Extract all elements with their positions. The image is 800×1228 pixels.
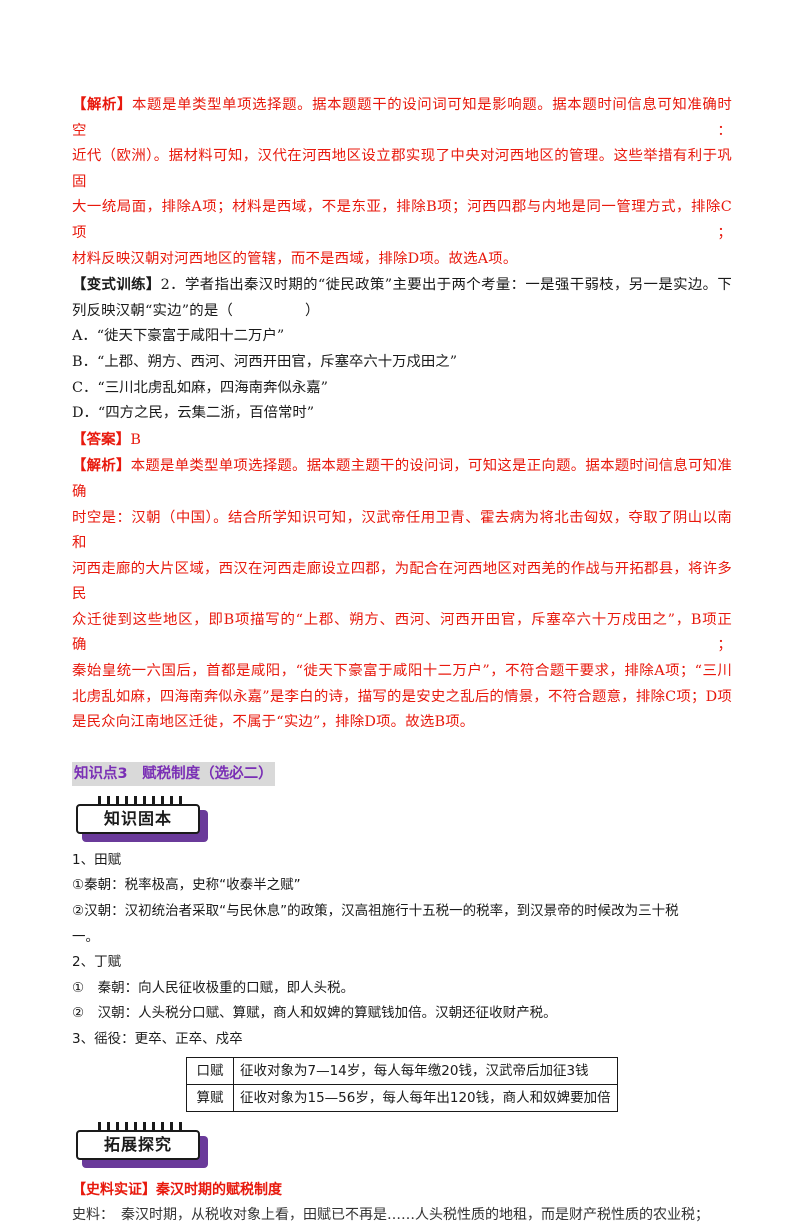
table-cell: 征收对象为15—56岁，每人每年出120钱，商人和奴婢要加倍 bbox=[233, 1083, 618, 1112]
option-c: C．“三川北虏乱如麻，四海南奔似永嘉” bbox=[72, 379, 328, 396]
tax-item: ②汉朝：汉初统治者采取“与民休息”的政策，汉高祖施行十五税一的税率，到汉景帝的时… bbox=[72, 903, 679, 920]
table-cell-head: 口赋 bbox=[186, 1056, 234, 1085]
analysis-line: 本题是单类型单项选择题。据本题题干的设问词可知是影响题。据本题时间信息可知准确时… bbox=[72, 97, 732, 139]
question-stem: 列反映汉朝“实边”的是（ bbox=[72, 302, 234, 319]
knowledge-point-heading: 知识点3 赋税制度（选必二） bbox=[72, 761, 275, 786]
answer-2: 【答案】B bbox=[72, 430, 142, 448]
tax-content: 1、田赋 ①秦朝：税率极高，史称“收泰半之赋” ②汉朝：汉初统治者采取“与民休息… bbox=[72, 848, 732, 1112]
tax-item: ② 汉朝：人头税分口赋、算赋，商人和奴婢的算赋钱加倍。汉朝还征收财产税。 bbox=[72, 1005, 557, 1022]
banner-label: 知识固本 bbox=[76, 803, 200, 834]
analysis-line: 北虏乱如麻，四海南奔似永嘉”是李白的诗，描写的是安史之乱后的情景，不符合题意，排… bbox=[72, 688, 732, 705]
evidence-heading: 【史料实证】秦汉时期的赋税制度 bbox=[72, 1181, 282, 1198]
analysis-line: 秦始皇统一六国后，首都是咸阳，“徙天下豪富于咸阳十二万户”，不符合题干要求，排除… bbox=[72, 663, 732, 680]
document-page: 【解析】本题是单类型单项选择题。据本题题干的设问词可知是影响题。据本题时间信息可… bbox=[72, 92, 732, 1228]
table-cell: 征收对象为7—14岁，每人每年缴20钱，汉武帝后加征3钱 bbox=[233, 1056, 618, 1085]
question-stem: 2．学者指出秦汉时期的“徙民政策”主要出于两个考量：一是强干弱枝，另一是实边。下 bbox=[160, 277, 733, 294]
analysis-tag: 【解析】 bbox=[72, 96, 133, 113]
table-row: 算赋 征收对象为15—56岁，每人每年出120钱，商人和奴婢要加倍 bbox=[186, 1083, 618, 1112]
analysis-line: 材料反映汉朝对河西地区的管辖，而不是西域，排除D项。故选A项。 bbox=[72, 250, 518, 267]
question-2: 【变式训练】2．学者指出秦汉时期的“徙民政策”主要出于两个考量：一是强干弱枝，另… bbox=[72, 272, 732, 427]
tax-item: ① 秦朝：向人民征收极重的口赋，即人头税。 bbox=[72, 979, 355, 996]
analysis-2: 【解析】本题是单类型单项选择题。据本题主题干的设问词，可知这是正向题。据本题时间… bbox=[72, 453, 732, 736]
section-banner-knowledge: 知识固本 bbox=[76, 795, 216, 848]
table-row: 口赋 征收对象为7—14岁，每人每年缴20钱，汉武帝后加征3钱 bbox=[186, 1056, 618, 1085]
analysis-line: 大一统局面，排除A项；材料是西域，不是东亚，排除B项；河西四郡与内地是同一管理方… bbox=[72, 199, 732, 241]
tax-item: ①秦朝：税率极高，史称“收泰半之赋” bbox=[72, 877, 301, 894]
section-banner-explore: 拓展探究 bbox=[76, 1121, 216, 1174]
analysis-line: 近代（欧洲）。据材料可知，汉代在河西地区设立郡实现了中央对河西地区的管理。这些举… bbox=[72, 148, 732, 190]
analysis-line: 本题是单类型单项选择题。据本题主题干的设问词，可知这是正向题。据本题时间信息可知… bbox=[72, 458, 733, 500]
option-d: D．“四方之民，云集二浙，百倍常时” bbox=[72, 405, 315, 422]
tax-heading-2: 2、丁赋 bbox=[72, 954, 122, 971]
tax-item: 一。 bbox=[72, 928, 99, 945]
evidence-text: 史料： 秦汉时期，从税收对象上看，田赋已不再是……人头税性质的地租，而是财产税性… bbox=[72, 1206, 709, 1223]
question-tag: 【变式训练】 bbox=[72, 276, 161, 294]
tax-heading-3: 3、徭役：更卒、正卒、戍卒 bbox=[72, 1031, 243, 1047]
tax-heading-1: 1、田赋 bbox=[72, 851, 122, 868]
analysis-line: 时空是：汉朝（中国）。结合所学知识可知，汉武帝任用卫青、霍去病为将北击匈奴，夺取… bbox=[72, 509, 732, 552]
analysis-line: 众迁徙到这些地区，即B项描写的“上郡、朔方、西河、河西开田官，斥塞卒六十万戍田之… bbox=[72, 611, 732, 654]
option-a: A．“徙天下豪富于咸阳十二万户” bbox=[72, 328, 285, 345]
analysis-line: 是民众向江南地区迁徙，不属于“实边”，排除D项。故选B项。 bbox=[72, 714, 475, 731]
tax-table: 口赋 征收对象为7—14岁，每人每年缴20钱，汉武帝后加征3钱 算赋 征收对象为… bbox=[186, 1056, 618, 1112]
option-b: B．“上郡、朔方、西河、河西开田官，斥塞卒六十万戍田之” bbox=[72, 353, 458, 370]
analysis-tag: 【解析】 bbox=[72, 457, 131, 475]
analysis-1: 【解析】本题是单类型单项选择题。据本题题干的设问词可知是影响题。据本题时间信息可… bbox=[72, 92, 732, 272]
banner-label: 拓展探究 bbox=[76, 1129, 200, 1160]
table-cell-head: 算赋 bbox=[186, 1083, 234, 1112]
analysis-line: 河西走廊的大片区域，西汉在河西走廊设立四郡，为配合在河西地区对西羌的作战与开拓郡… bbox=[72, 560, 732, 603]
